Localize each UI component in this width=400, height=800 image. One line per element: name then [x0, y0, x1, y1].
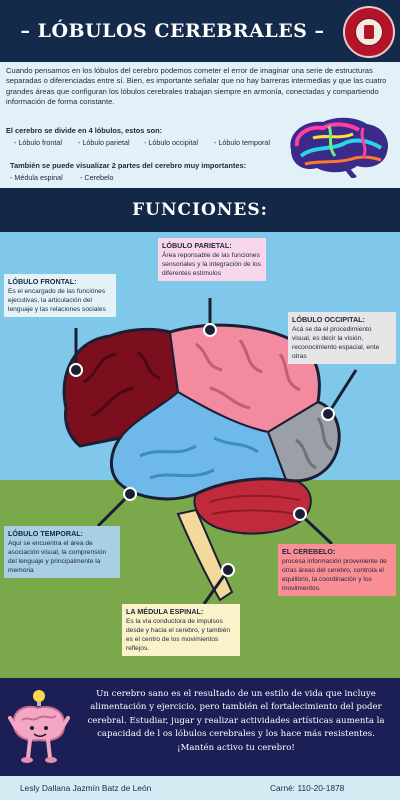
- university-seal-logo: [343, 6, 395, 58]
- parts-heading: También se puede visualizar 2 partes del…: [10, 161, 247, 170]
- occipital-lobe-title: LÓBULO OCCIPITAL:: [292, 315, 365, 324]
- occipital-lobe-description: Acá se da el procedimiento visual, es de…: [292, 326, 380, 360]
- spinal-cord-description: Es la vía conductora de impulsos desde y…: [126, 618, 231, 652]
- functions-section-title: FUNCIONES:: [0, 188, 400, 232]
- cerebellum-title: EL CEREBELO:: [282, 547, 336, 556]
- credits-bar: Lesly Dallana Jazmín Batz de León Carné:…: [0, 776, 400, 800]
- parietal-lobe-description: Área reponsable de las funciones sensori…: [162, 252, 261, 277]
- lobe-item-occipital: - Lóbulo occipital: [144, 138, 198, 147]
- spinal-cord-title: LA MÉDULA ESPINAL:: [126, 607, 204, 616]
- intro-paragraph: Cuando pensamos en los lóbulos del cereb…: [6, 66, 387, 106]
- lobe-item-parietal: - Lóbulo parietal: [78, 138, 130, 147]
- part-item-cerebelo: - Cerebelo: [80, 173, 114, 182]
- lobe-item-temporal: - Lóbulo temporal: [214, 138, 270, 147]
- lobe-item-frontal: - Lóbulo frontal: [14, 138, 62, 147]
- temporal-lobe-title: LÓBULO TEMPORAL:: [8, 529, 84, 538]
- temporal-lobe-description: Aquí se encuentra el área de asociación …: [8, 540, 107, 574]
- author-name: Lesly Dallana Jazmín Batz de León: [20, 783, 152, 793]
- colorful-brain-icon: [290, 117, 389, 178]
- spinal-cord-box: LA MÉDULA ESPINAL: Es la vía conductora …: [122, 604, 240, 656]
- frontal-lobe-description: Es el encargado de las funciónes ejecuti…: [8, 288, 106, 313]
- parietal-lobe-title: LÓBULO PARIETAL:: [162, 241, 232, 250]
- temporal-lobe-box: LÓBULO TEMPORAL: Aquí se encuentra el ár…: [4, 526, 120, 578]
- header: – LÓBULOS CEREBRALES –: [0, 0, 400, 62]
- brain-diagram: LÓBULO PARIETAL: Área reponsable de las …: [0, 232, 400, 678]
- part-item-medula: - Médula espinal: [10, 173, 63, 182]
- frontal-lobe-box: LÓBULO FRONTAL: Es el encargado de las f…: [4, 274, 116, 317]
- frontal-lobe-title: LÓBULO FRONTAL:: [8, 277, 77, 286]
- cerebellum-box: EL CEREBELO: procesa información proveni…: [278, 544, 396, 596]
- parietal-lobe-box: LÓBULO PARIETAL: Área reponsable de las …: [158, 238, 266, 281]
- seal-emblem-icon: [355, 18, 383, 46]
- student-id: Carné: 110-20-1878: [270, 783, 345, 793]
- page-title: – LÓBULOS CEREBRALES –: [20, 20, 325, 42]
- cerebellum-description: procesa información proveniente de otras…: [282, 558, 387, 592]
- lobes-heading: El cerebro se divide en 4 lóbulos, estos…: [6, 126, 163, 135]
- functions-heading: FUNCIONES:: [132, 200, 268, 220]
- brain-illustration: [62, 298, 358, 605]
- occipital-lobe-box: LÓBULO OCCIPITAL: Acá se da el procedimi…: [288, 312, 396, 364]
- closing-message-section: Un cerebro sano es el resultado de un es…: [0, 678, 400, 776]
- brain-mascot-icon: [8, 690, 70, 763]
- closing-message: Un cerebro sano es el resultado de un es…: [87, 689, 385, 753]
